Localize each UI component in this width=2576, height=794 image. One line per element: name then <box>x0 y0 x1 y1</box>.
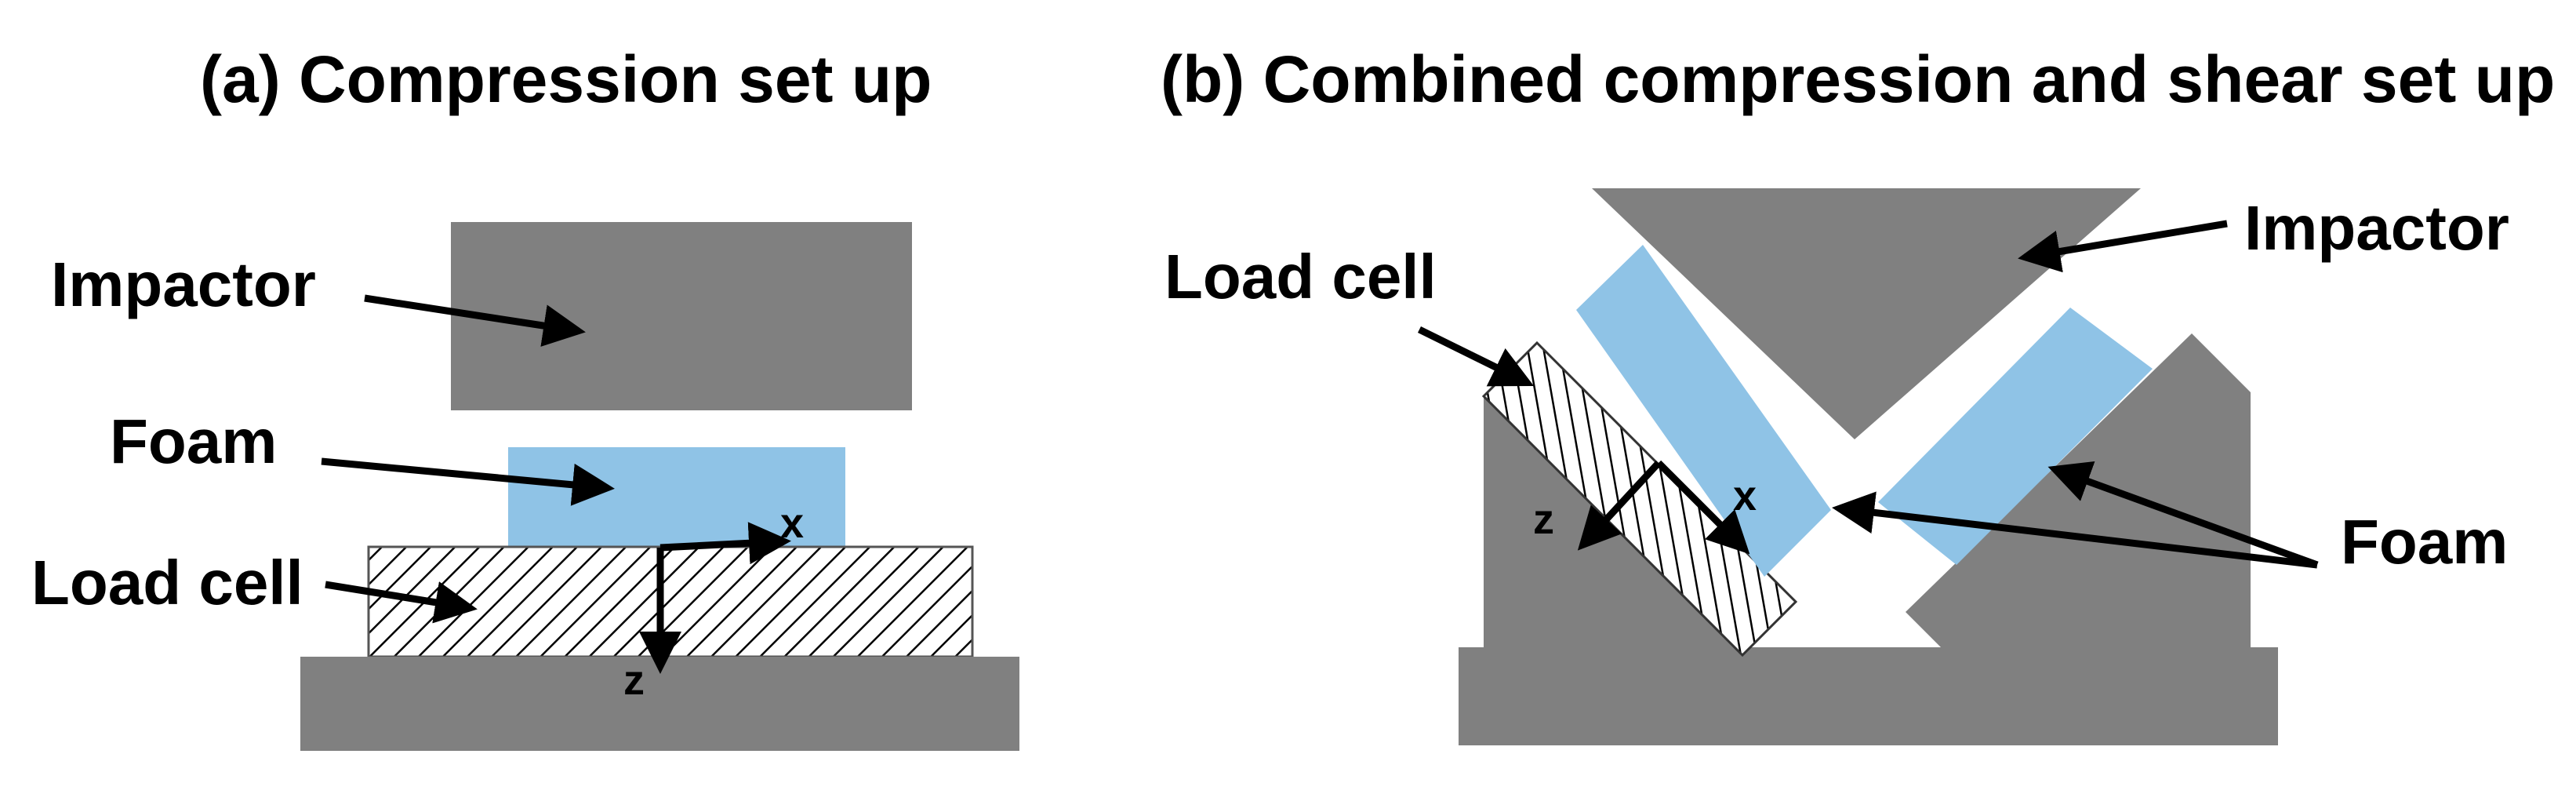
panel-b-impactor-arrow <box>2018 220 2228 273</box>
panel-b-foam-right <box>1878 308 2153 565</box>
panel-b-z-label: z <box>1533 496 1554 543</box>
panel-a-x-label: x <box>780 500 804 547</box>
panel-b-impactor-label: Impactor <box>2244 193 2509 263</box>
panel-a-base <box>300 657 1019 751</box>
panel-a-impactor-label: Impactor <box>51 249 316 319</box>
panel-a-impactor <box>451 222 912 410</box>
panel-a-foam-arrow <box>321 457 615 506</box>
panel-b-x-label: x <box>1733 472 1757 519</box>
panel-a: (a) Compression set up Impactor Foam Loa… <box>31 42 1019 751</box>
panel-b-base <box>1459 647 2278 745</box>
panel-b-x-axis <box>1655 460 1750 555</box>
panel-a-impactor-arrow <box>364 294 586 347</box>
panel-a-z-label: z <box>623 657 645 704</box>
panel-a-load-cell <box>367 545 974 658</box>
panel-b-foam-arrow-left <box>1832 491 2318 569</box>
panel-b-foam-left <box>1576 245 1831 577</box>
panel-b-load-cell-arrow <box>1418 326 1535 387</box>
panel-b: (b) Combined compression and shear set u… <box>1161 42 2555 745</box>
panel-a-title: (a) Compression set up <box>200 42 932 116</box>
panel-b-foam-label: Foam <box>2341 507 2508 577</box>
panel-a-load-cell-label: Load cell <box>31 548 303 617</box>
panel-a-foam-label: Foam <box>110 406 277 476</box>
panel-b-load-cell-label: Load cell <box>1164 242 1437 311</box>
panel-b-title: (b) Combined compression and shear set u… <box>1161 42 2555 116</box>
panel-b-impactor <box>1592 188 2141 439</box>
panel-a-load-cell-arrow <box>325 581 478 624</box>
panel-b-z-axis <box>1577 460 1662 551</box>
panel-b-foam-arrow-right <box>2047 461 2319 569</box>
panel-a-x-axis <box>659 522 791 565</box>
